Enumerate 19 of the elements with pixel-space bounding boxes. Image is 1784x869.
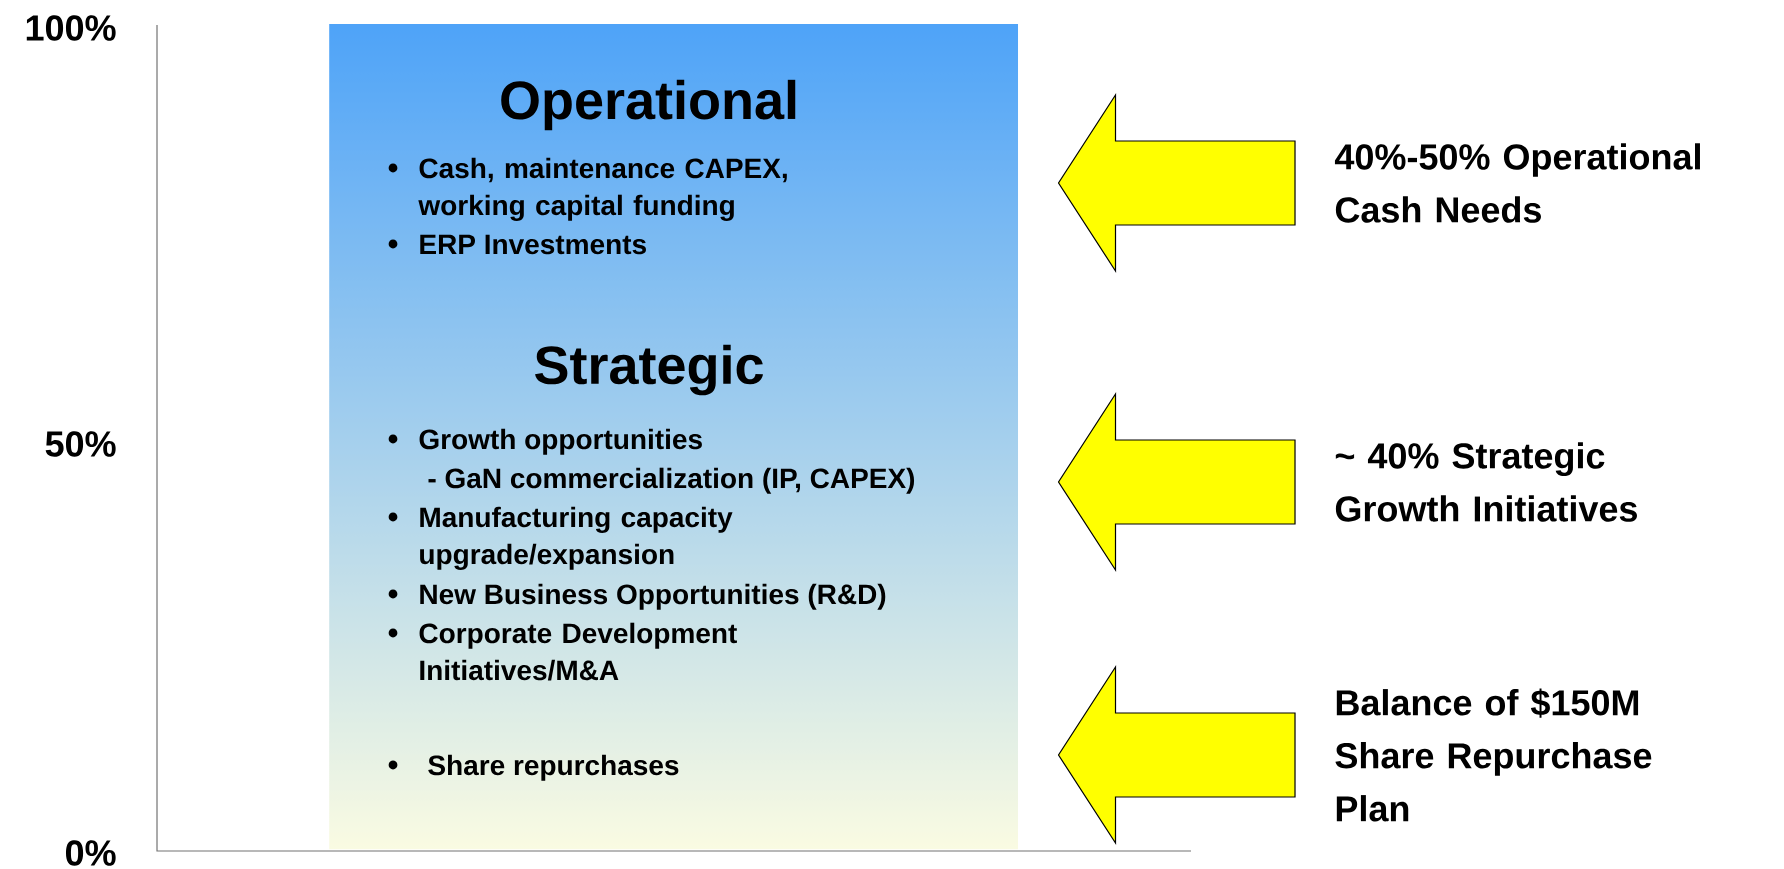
bullet-text: Cash, maintenance CAPEX, working capital funding — [418, 157, 787, 221]
bullet-text: Growth opportunities — [419, 428, 702, 455]
section-heading: Operational — [501, 79, 796, 131]
bullet-text: ERP Investments — [420, 234, 646, 255]
block-arrow — [1057, 664, 1296, 846]
axis-label: 100% — [26, 15, 116, 41]
section-heading: Strategic — [535, 344, 763, 396]
axis-label: 0% — [66, 840, 116, 866]
bullet-text: Corporate Development Initiatives/M&A — [419, 622, 737, 681]
bullet-text: New Business Opportunities (R&D) — [420, 583, 886, 610]
bullet-text: - GaN commercialization (IP, CAPEX) — [428, 467, 915, 494]
bullet-text: Share repurchases — [428, 754, 679, 781]
callout-text: 40%-50% Operational Cash Needs — [1334, 143, 1700, 223]
axis-label: 50% — [45, 431, 116, 457]
callout-text: Balance of $150M Share Repurchase Plan — [1335, 688, 1652, 822]
bullet-text: Manufacturing capacity upgrade/expansion — [420, 506, 733, 570]
block-arrow — [1057, 92, 1296, 273]
block-arrow — [1057, 391, 1296, 573]
callout-text: ~ 40% Strategic Growth Initiatives — [1335, 442, 1637, 522]
